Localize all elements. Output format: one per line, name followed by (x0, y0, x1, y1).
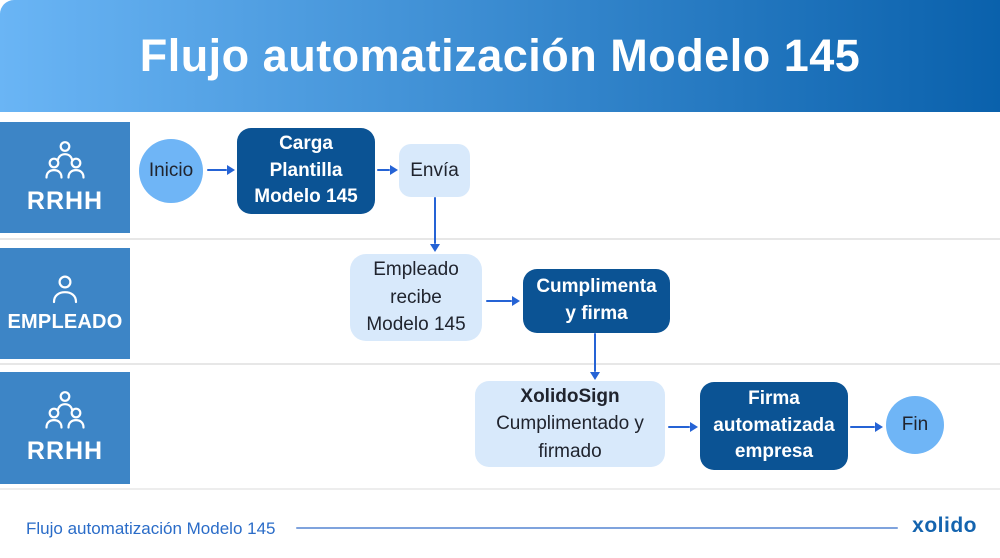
start-node: Inicio (139, 139, 203, 203)
node-line: Envía (410, 159, 459, 181)
lane-label-empleado: EMPLEADO (0, 248, 130, 359)
node-line: Cumplimenta (536, 276, 657, 298)
node-line: automatizada (713, 414, 835, 436)
node-empleado-recibe: Empleado recibe Modelo 145 (350, 254, 482, 341)
end-node: Fin (886, 396, 944, 454)
lane-label-rrhh-top: RRHH (0, 122, 130, 233)
arrow-right-icon (207, 164, 235, 176)
lane-separator (0, 238, 1000, 240)
team-icon (41, 140, 89, 182)
arrow-down-icon (589, 333, 601, 380)
node-line: y firma (565, 303, 628, 324)
arrow-right-icon (850, 421, 883, 433)
node-envia: Envía (399, 144, 470, 197)
person-icon (48, 274, 82, 306)
lane-label-text: RRHH (26, 437, 104, 465)
xolido-logo: xolido (912, 514, 977, 537)
node-line: recibe (390, 286, 442, 308)
node-line: Empleado (373, 259, 459, 281)
node-xolidosign: XolidoSign Cumplimentado y firmado (475, 381, 665, 467)
team-icon (41, 390, 89, 432)
node-carga-plantilla: Carga Plantilla Modelo 145 (237, 128, 375, 214)
node-line: Cumplimentado y (496, 413, 644, 435)
node-line: Plantilla (269, 159, 343, 181)
node-firma-automatizada: Firma automatizada empresa (700, 382, 848, 470)
node-line: Carga (279, 132, 333, 154)
node-line: empresa (734, 441, 814, 463)
footer-caption: Flujo automatización Modelo 145 (26, 519, 276, 538)
node-title: XolidoSign (520, 385, 620, 407)
node-line: Modelo 145 (366, 314, 466, 336)
footer-divider (296, 527, 898, 529)
header-banner: Flujo automatización Modelo 145 (0, 0, 1000, 112)
page-title: Flujo automatización Modelo 145 (139, 30, 861, 81)
node-line: Modelo 145 (254, 186, 358, 208)
lane-label-rrhh-bottom: RRHH (0, 372, 130, 484)
lane-separator (0, 363, 1000, 365)
arrow-right-icon (486, 295, 520, 307)
node-line: Firma (748, 387, 800, 409)
node-cumplimenta-firma: Cumplimenta y firma (523, 269, 670, 333)
arrow-right-icon (668, 421, 698, 433)
lane-label-text: EMPLEADO (7, 310, 123, 333)
lane-label-text: RRHH (26, 186, 104, 215)
lane-separator (0, 488, 1000, 490)
arrow-down-icon (429, 197, 441, 252)
node-line: firmado (538, 440, 602, 462)
arrow-right-icon (377, 164, 398, 176)
